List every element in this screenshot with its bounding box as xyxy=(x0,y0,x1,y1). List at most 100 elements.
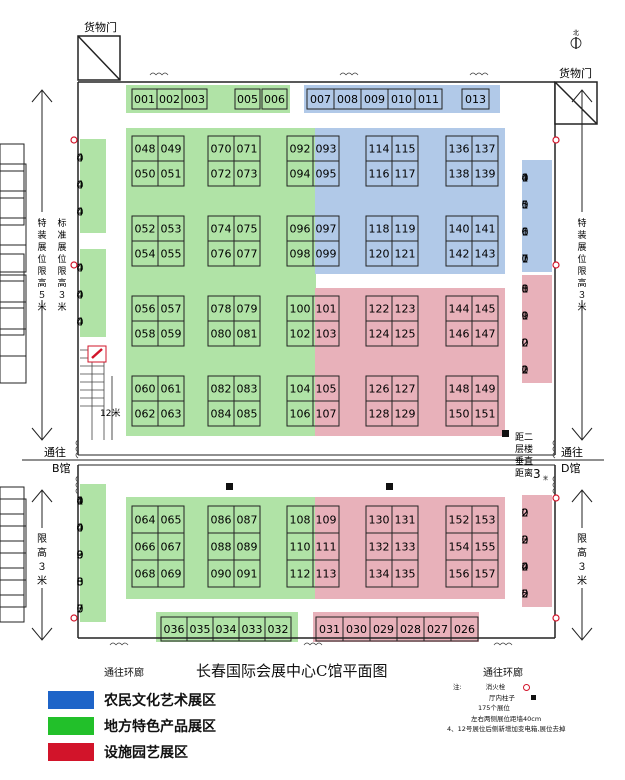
booth-label: 001 xyxy=(134,93,155,106)
booth-label: 052 xyxy=(135,223,156,236)
page-title: 长春国际会展中心C馆平面图 xyxy=(196,662,388,680)
booth-label: 005 xyxy=(237,93,258,106)
booth-label: 132 xyxy=(369,541,390,554)
booth-label: 019 xyxy=(522,310,529,323)
booth-026 xyxy=(450,616,479,642)
booth-label: 124 xyxy=(369,328,390,341)
zone-red-right-lower xyxy=(522,495,552,607)
booth-label: 010 xyxy=(391,93,412,106)
svg-text:位: 位 xyxy=(577,253,586,265)
booth-024 xyxy=(0,552,27,581)
booth-label: 089 xyxy=(237,541,258,554)
north-compass-icon xyxy=(570,37,582,49)
pillar-note-unit: 米 xyxy=(543,475,548,482)
booth-040 xyxy=(0,513,25,542)
booth-label: 100 xyxy=(290,303,311,316)
twelve-meter-label: 12米 xyxy=(100,407,120,419)
booth-label: 036 xyxy=(164,623,185,636)
booth-label: 078 xyxy=(211,303,232,316)
booth-label: 095 xyxy=(316,168,337,181)
booth-label: 102 xyxy=(290,328,311,341)
booth-label: 135 xyxy=(395,568,416,581)
cargo-door-label-left: 货物门 xyxy=(84,20,117,34)
booth-label: 105 xyxy=(316,383,337,396)
booth-label: 076 xyxy=(211,248,232,261)
booth-073 xyxy=(233,160,261,187)
svg-text:展: 展 xyxy=(57,242,66,253)
booth-label: 064 xyxy=(135,514,156,527)
booth-label: 054 xyxy=(135,248,156,261)
zone-blue-upper xyxy=(315,128,505,274)
booth-label: 125 xyxy=(395,328,416,341)
to-b-hall-bottom: B馆 xyxy=(52,461,71,475)
booth-label: 048 xyxy=(135,143,156,156)
booth-label: 117 xyxy=(395,168,416,181)
booth-label: 129 xyxy=(395,408,416,421)
booth-label: 003 xyxy=(184,93,205,106)
booth-label: 093 xyxy=(316,143,337,156)
booth-label: 057 xyxy=(161,303,182,316)
booth-103 xyxy=(312,320,340,347)
booth-label: 031 xyxy=(319,623,340,636)
booth-129 xyxy=(391,400,419,427)
svg-text:限: 限 xyxy=(37,266,46,277)
booth-label: 011 xyxy=(418,93,439,106)
booth-label: 037 xyxy=(77,603,84,616)
booth-label: 065 xyxy=(161,514,182,527)
booth-label: 060 xyxy=(135,383,156,396)
legend-item-red: 设施园艺展区 xyxy=(48,742,188,762)
booth-label: 059 xyxy=(161,328,182,341)
booth-label: 055 xyxy=(161,248,182,261)
svg-text:装: 装 xyxy=(37,229,46,241)
booth-label: 062 xyxy=(135,408,156,421)
booth-013 xyxy=(461,88,490,110)
booth-label: 082 xyxy=(211,383,232,396)
svg-text:标: 标 xyxy=(57,217,66,229)
notes-prefix: 注: xyxy=(453,683,462,691)
booth-label: 157 xyxy=(475,568,496,581)
cargo-door-label-right: 货物门 xyxy=(559,66,592,80)
svg-text:高: 高 xyxy=(37,277,46,289)
booth-label: 025 xyxy=(522,588,529,601)
pillar-icon xyxy=(531,695,536,701)
booth-014 xyxy=(0,163,27,192)
legend-swatch-green xyxy=(48,717,94,735)
svg-text:米: 米 xyxy=(37,574,47,587)
to-d-hall-top: 通往 xyxy=(561,445,583,459)
svg-text:装: 装 xyxy=(577,229,586,241)
booth-label: 021 xyxy=(522,364,529,377)
svg-text:位: 位 xyxy=(57,253,66,265)
booth-025 xyxy=(0,579,27,608)
booth-095 xyxy=(312,160,340,187)
booth-018 xyxy=(0,274,27,303)
note-line3: 4、12号展位后侧新增加变电箱,展位去掉 xyxy=(447,725,566,733)
booth-label: 120 xyxy=(369,248,390,261)
booth-label: 084 xyxy=(211,408,232,421)
booth-011 xyxy=(414,88,443,110)
booth-label: 122 xyxy=(369,303,390,316)
booth-label: 040 xyxy=(77,522,84,535)
booth-label: 156 xyxy=(449,568,470,581)
booth-121 xyxy=(391,240,419,267)
booth-label: 030 xyxy=(346,623,367,636)
svg-text:特: 特 xyxy=(37,217,46,229)
booth-017 xyxy=(0,244,27,273)
svg-text:限: 限 xyxy=(577,533,587,545)
booth-label: 016 xyxy=(522,226,529,239)
booth-label: 033 xyxy=(242,623,263,636)
svg-text:距离: 距离 xyxy=(515,467,533,479)
svg-text:米: 米 xyxy=(577,574,587,587)
zone-blue-right xyxy=(522,160,552,272)
booth-label: 068 xyxy=(135,568,156,581)
booth-006 xyxy=(261,88,288,110)
legend-item-green: 地方特色产品展区 xyxy=(48,716,216,736)
booth-020 xyxy=(0,328,27,357)
booth-label: 009 xyxy=(364,93,385,106)
booth-label: 018 xyxy=(522,283,529,296)
note-hydrant: 消火栓 xyxy=(485,683,506,691)
booth-125 xyxy=(391,320,419,347)
booth-147 xyxy=(471,320,499,347)
